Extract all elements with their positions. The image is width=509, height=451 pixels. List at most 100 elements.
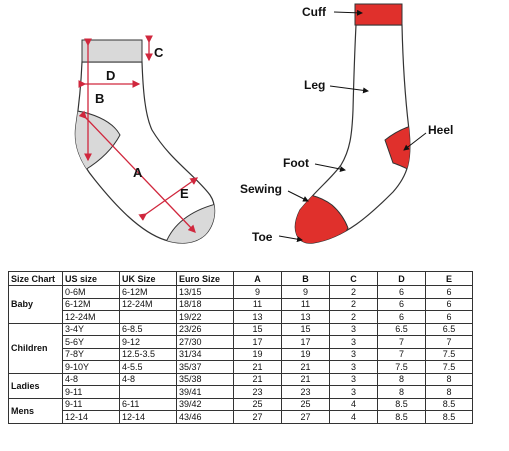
group-label: Mens [8,397,63,424]
dim-e-label: E [180,186,189,201]
table-cell: 8.5 [425,410,473,424]
table-cell: 27 [233,410,282,424]
left-sock: C D B A E [74,35,216,244]
table-cell: 6 [425,310,473,324]
table-cell: 4-5.5 [119,360,177,374]
table-cell: 21 [233,360,282,374]
dim-d-label: D [106,68,115,83]
table-cell: 7 [377,335,426,349]
right-sock: Cuff Leg Heel Foot Sewing Toe [240,3,453,244]
table-cell: 11 [233,297,282,311]
dim-c-label: C [154,45,164,60]
table-cell: 21 [281,372,330,386]
table-cell: 23 [233,385,282,399]
table-cell: 13/15 [176,285,234,299]
table-cell: 21 [281,360,330,374]
column-header: D [377,271,426,286]
table-cell: 19 [281,347,330,361]
column-header: Euro Size [176,271,234,286]
table-cell: 19/22 [176,310,234,324]
heel-patch [384,123,410,176]
table-cell: 3 [329,385,378,399]
table-cell: 2 [329,285,378,299]
table-cell: 9 [233,285,282,299]
table-cell: 4 [329,397,378,411]
column-header: B [281,271,330,286]
table-cell: 6-8.5 [119,322,177,336]
dim-b-label: B [95,91,104,106]
table-cell: 6 [377,310,426,324]
column-header: C [329,271,378,286]
table-cell: 6-11 [119,397,177,411]
table-cell: 17 [233,335,282,349]
table-cell: 13 [281,310,330,324]
table-cell: 6 [377,285,426,299]
table-cell: 39/42 [176,397,234,411]
table-cell: 6.5 [425,322,473,336]
table-cell: 12-14 [62,410,120,424]
table-cell: 2 [329,297,378,311]
toe-pointer [278,235,303,243]
table-cell: 19 [233,347,282,361]
table-cell: 8.5 [377,410,426,424]
column-header: US size [62,271,120,286]
group-label: Ladies [8,372,63,399]
table-cell: 4-8 [119,372,177,386]
table-cell: 7.5 [425,360,473,374]
group-label: Children [8,322,63,374]
table-cell: 12-24M [62,310,120,324]
table-cell [119,310,177,324]
table-cell: 9-11 [62,397,120,411]
table-cell: 6 [425,297,473,311]
sock-diagram: C D B A E Cuff Leg Heel Foot Sewing Toe [74,3,453,244]
table-cell: 6 [425,285,473,299]
table-cell: 27/30 [176,335,234,349]
table-cell: 12-14 [119,410,177,424]
table-cell: 8.5 [425,397,473,411]
table-cell: 9-12 [119,335,177,349]
table-cell: 31/34 [176,347,234,361]
cuff-label: Cuff [302,5,327,19]
group-label: Baby [8,285,63,324]
table-cell: 5-6Y [62,335,120,349]
column-header: UK Size [119,271,177,286]
table-cell: 8 [425,372,473,386]
table-cell: 12.5-3.5 [119,347,177,361]
table-cell: 43/46 [176,410,234,424]
table-cell: 8 [425,385,473,399]
table-cell: 2 [329,310,378,324]
table-cell: 6.5 [377,322,426,336]
column-header: E [425,271,473,286]
table-cell: 6-12M [62,297,120,311]
table-cell: 25 [281,397,330,411]
table-cell: 3 [329,335,378,349]
table-cell: 13 [233,310,282,324]
table-cell: 23 [281,385,330,399]
column-header: A [233,271,282,286]
table-cell [119,385,177,399]
table-cell: 18/18 [176,297,234,311]
table-cell: 15 [233,322,282,336]
foot-label: Foot [283,156,309,170]
table-cell: 39/41 [176,385,234,399]
table-cell: 4 [329,410,378,424]
toe-label: Toe [252,230,273,244]
foot-pointer [314,163,346,172]
table-cell: 7.5 [377,360,426,374]
table-cell: 0-6M [62,285,120,299]
leg-pointer [329,85,369,94]
table-cell: 3 [329,372,378,386]
table-cell: 3 [329,360,378,374]
table-cell: 35/37 [176,360,234,374]
cuff-pointer [333,9,363,16]
table-cell: 27 [281,410,330,424]
table-cell: 7.5 [425,347,473,361]
